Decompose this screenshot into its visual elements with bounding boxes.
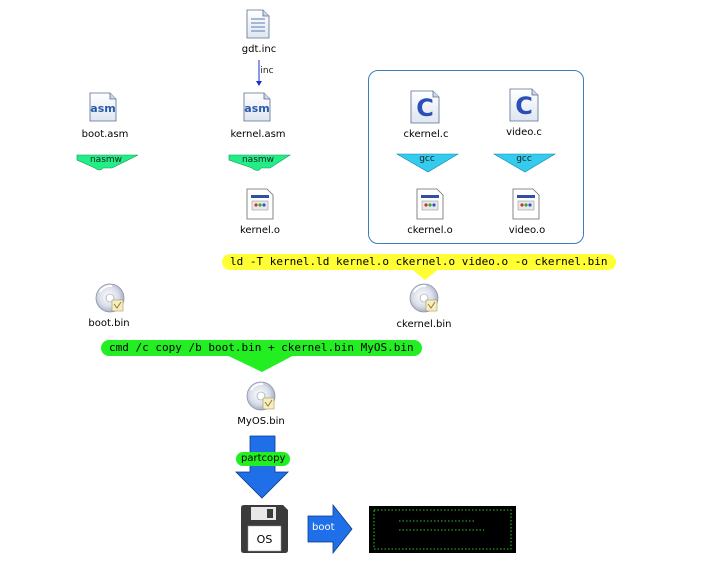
- partcopy-arrow: [235, 435, 289, 499]
- boot-asm-label: boot.asm: [81, 129, 129, 140]
- copy-command: cmd /c copy /b boot.bin + ckernel.bin My…: [101, 340, 422, 356]
- gcc-ckernel-label: gcc: [419, 154, 435, 164]
- floppy-disk-icon: OS: [241, 505, 288, 553]
- inc-arrow-head: [256, 81, 262, 86]
- video-c-label: video.c: [506, 127, 542, 138]
- gdt-inc-label: gdt.inc: [241, 44, 277, 55]
- video-o-label: video.o: [508, 225, 546, 236]
- object-file-icon: [512, 188, 540, 220]
- kernel-o-label: kernel.o: [239, 225, 281, 236]
- boot-arrow-label: boot: [312, 522, 335, 533]
- asm-icon-text: asm: [244, 102, 269, 115]
- ckernel-c-label: ckernel.c: [403, 129, 449, 140]
- myos-bin-label: MyOS.bin: [237, 416, 285, 427]
- ckernel-bin-label: ckernel.bin: [396, 319, 452, 330]
- binary-disc-icon: [246, 381, 276, 411]
- copy-pill-pointer: [220, 352, 300, 372]
- binary-disc-icon: [409, 283, 439, 313]
- gcc-video-funnel: [492, 153, 557, 173]
- object-file-icon: [416, 188, 444, 220]
- boot-screen-preview: [369, 506, 516, 553]
- object-file-icon: [246, 188, 274, 220]
- partcopy-label: partcopy: [236, 452, 291, 466]
- nasmw-boot-funnel: [76, 154, 139, 171]
- nasmw-boot-label: nasmw: [89, 155, 123, 165]
- c-sources-group: [368, 70, 584, 244]
- inc-label: inc: [260, 66, 274, 76]
- asm-file-icon: asm: [243, 92, 271, 122]
- boot-bin-label: boot.bin: [88, 318, 130, 329]
- c-file-icon: C: [509, 88, 539, 122]
- ld-pill-pointer: [410, 268, 440, 280]
- kernel-asm-label: kernel.asm: [230, 129, 286, 140]
- gcc-video-label: gcc: [516, 154, 532, 164]
- text-document-icon: [246, 9, 270, 39]
- boot-arrow: [307, 503, 353, 555]
- gcc-ckernel-funnel: [395, 153, 460, 173]
- ckernel-o-label: ckernel.o: [407, 225, 453, 236]
- floppy-label: OS: [257, 533, 273, 546]
- c-icon-text: C: [515, 92, 533, 120]
- asm-icon-text: asm: [90, 102, 115, 115]
- ld-command: ld -T kernel.ld kernel.o ckernel.o video…: [222, 254, 616, 270]
- asm-file-icon: asm: [89, 92, 117, 122]
- nasmw-kernel-funnel: [228, 154, 292, 171]
- c-icon-text: C: [416, 94, 434, 122]
- c-file-icon: C: [410, 90, 440, 124]
- binary-disc-icon: [95, 283, 125, 313]
- nasmw-kernel-label: nasmw: [241, 155, 275, 165]
